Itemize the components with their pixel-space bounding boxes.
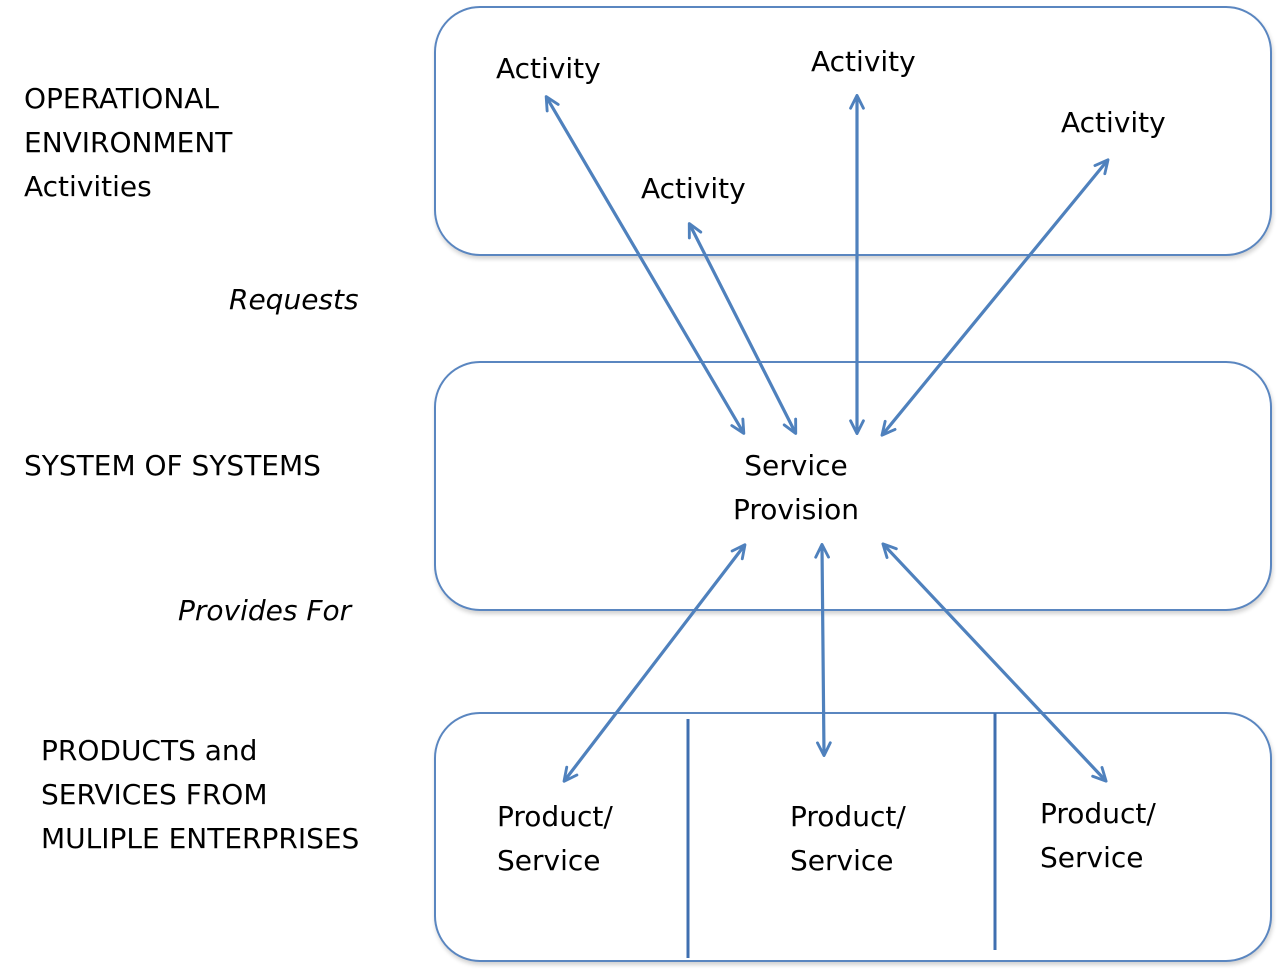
requests-label: Requests — [229, 283, 359, 316]
arrow-activity-4-to-service — [880, 158, 1110, 437]
operational-label-line-3: Activities — [24, 170, 152, 203]
service-provision-line-1: Service — [744, 449, 848, 482]
system-of-systems-label: SYSTEM OF SYSTEMS — [24, 449, 321, 482]
product-service-label-2: Product/ Service — [790, 795, 906, 883]
service-provision-line-2: Provision — [732, 493, 859, 526]
activity-label-1: Activity — [496, 52, 601, 85]
products-label-line-2: SERVICES FROM — [41, 778, 268, 811]
product-service-3-line-1: Product/ — [1040, 797, 1156, 830]
products-label-line-1: PRODUCTS and — [41, 734, 258, 767]
products-label-line-3: MULIPLE ENTERPRISES — [41, 822, 360, 855]
product-service-1-line-1: Product/ — [497, 800, 613, 833]
operational-environment-label: OPERATIONAL ENVIRONMENT Activities — [24, 77, 232, 209]
product-service-3-line-2: Service — [1040, 841, 1144, 874]
activity-label-4: Activity — [1061, 106, 1166, 139]
product-service-label-3: Product/ Service — [1040, 792, 1156, 880]
product-service-2-line-1: Product/ — [790, 800, 906, 833]
arrow-activity-1-to-service — [544, 95, 746, 435]
product-service-2-line-2: Service — [790, 844, 894, 877]
product-service-label-1: Product/ Service — [497, 795, 613, 883]
products-services-label: PRODUCTS and SERVICES FROM MULIPLE ENTER… — [41, 729, 359, 861]
arrow-service-to-product-1 — [562, 543, 747, 783]
arrow-activity-2-to-service — [687, 222, 798, 435]
activity-label-3: Activity — [811, 45, 916, 78]
arrow-service-to-product-3 — [881, 542, 1108, 783]
operational-label-line-1: OPERATIONAL — [24, 82, 220, 115]
product-service-1-line-2: Service — [497, 844, 601, 877]
operational-label-line-2: ENVIRONMENT — [24, 126, 233, 159]
arrow-service-to-product-2 — [814, 542, 832, 758]
activity-label-2: Activity — [641, 172, 746, 205]
provides-for-label: Provides For — [178, 594, 352, 627]
service-provision-label: Service Provision — [716, 444, 876, 532]
